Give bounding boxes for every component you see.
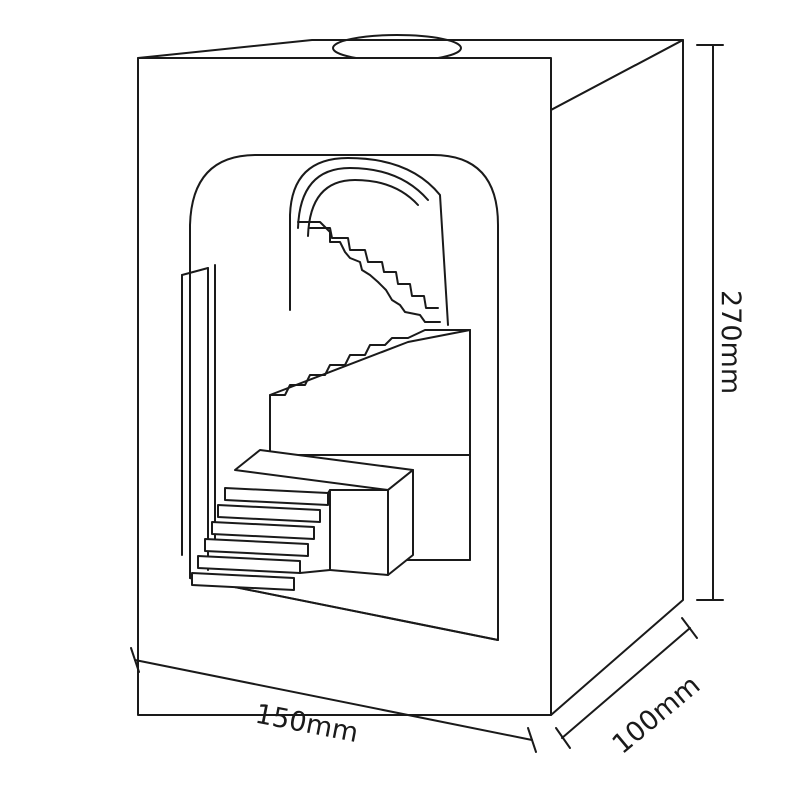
inner-arch-inner: [307, 179, 419, 237]
middle-staircase: [269, 329, 471, 396]
lower-block-side: [387, 469, 414, 576]
depth-dimension: [555, 617, 698, 749]
inner-arch-middle: [297, 167, 429, 229]
box-right-face: [550, 39, 684, 716]
lower-block-front: [329, 489, 389, 576]
height-dimension: [696, 44, 724, 601]
height-label: 270mm: [715, 290, 746, 394]
inner-arch-outer: [289, 157, 449, 326]
left-pillar-top: [181, 267, 209, 276]
width-dimension: [130, 647, 537, 753]
lower-staircase: [191, 487, 331, 591]
upper-staircase-steps: [309, 227, 439, 309]
front-arch-opening: [189, 154, 499, 641]
upper-staircase: [297, 221, 441, 323]
depth-label: 100mm: [607, 670, 707, 761]
